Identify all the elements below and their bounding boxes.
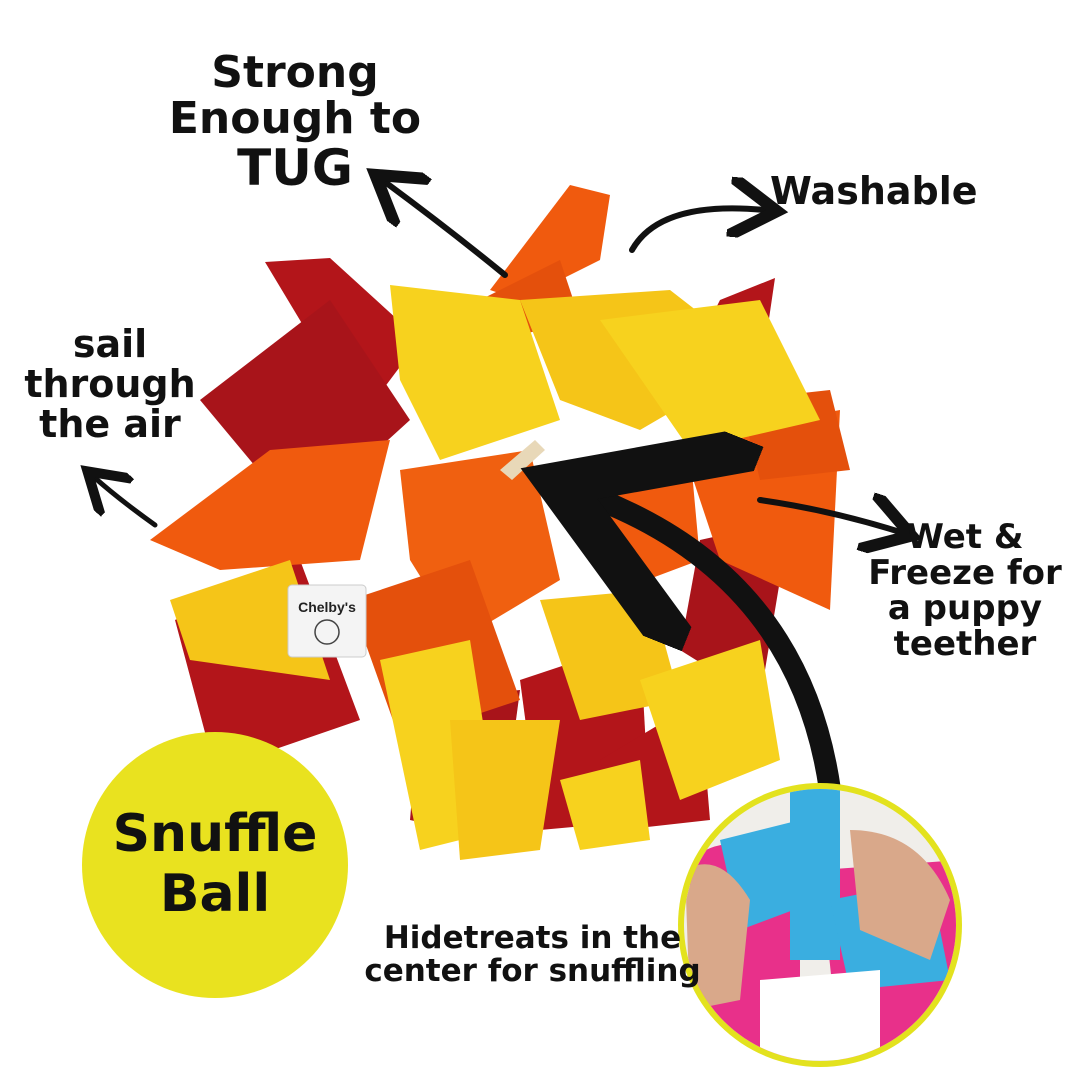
label-wet-and-freeze: Wet & Freeze for a puppy teether: [868, 517, 1062, 665]
arrow-air: [95, 478, 158, 528]
inset-photo: [678, 783, 962, 1067]
arrow-washable: [629, 208, 765, 253]
brand-tag: Chelby's: [287, 584, 367, 658]
annotation-arrows: [95, 182, 900, 801]
label-sail-through-the-air: sail through the air: [24, 322, 196, 446]
arrow-tug: [385, 182, 508, 278]
arrow-hide: [600, 500, 841, 801]
arrow-wet: [757, 500, 900, 532]
label-hide-treats: Hidetreats in the center for snuffling: [364, 920, 701, 989]
label-washable: Washable: [770, 169, 978, 213]
snuffle-ball-badge: Snuffle Ball: [82, 732, 348, 998]
label-strong-enough-to-tug: Strong Enough to TUG: [168, 47, 422, 198]
svg-text:Chelby's: Chelby's: [298, 599, 356, 615]
